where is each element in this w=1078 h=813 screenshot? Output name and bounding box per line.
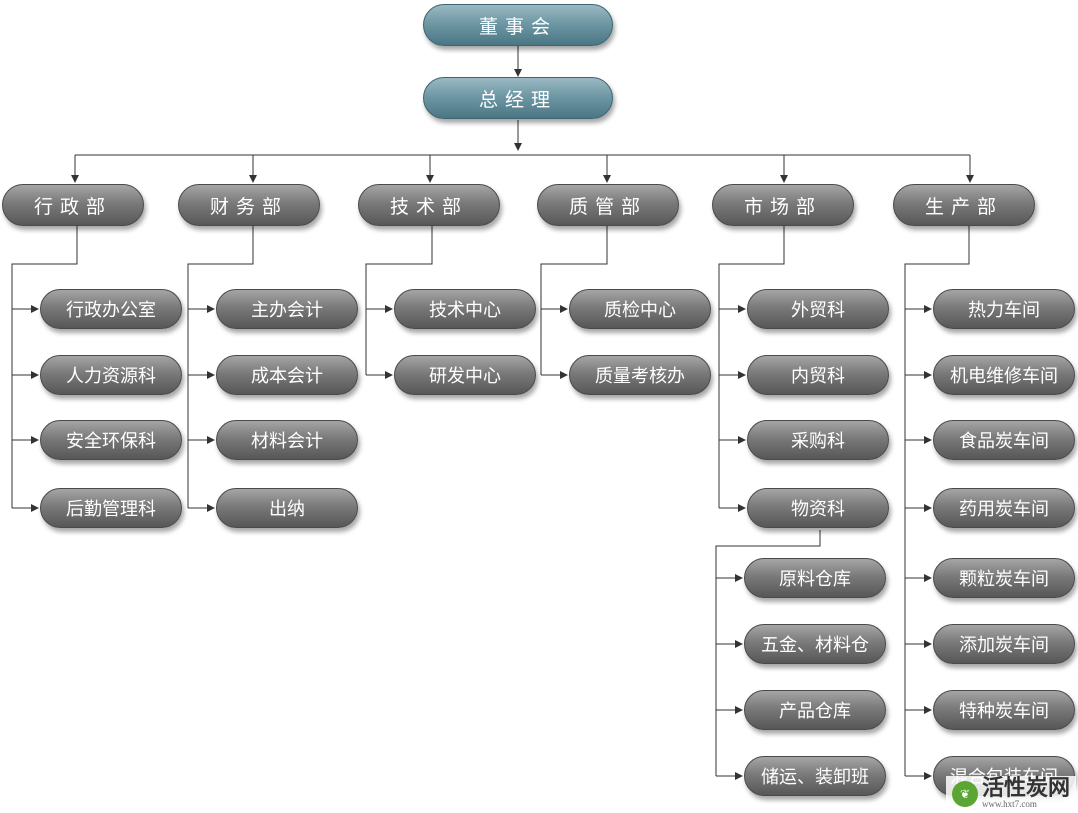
node-unit-medicinal-carbon-workshop: 药用炭车间 <box>933 488 1075 528</box>
node-unit-cost-accountant: 成本会计 <box>216 355 358 395</box>
connector-finance-trunk <box>187 226 254 508</box>
node-dept-market: 市场部 <box>712 184 854 226</box>
watermark-url: www.hxt7.com <box>981 799 1037 809</box>
node-board: 董事会 <box>423 4 613 46</box>
node-unit-hr: 人力资源科 <box>40 355 182 395</box>
node-unit-cashier: 出纳 <box>216 488 358 528</box>
node-unit-food-carbon-workshop: 食品炭车间 <box>933 420 1075 460</box>
node-general-manager: 总经理 <box>423 77 613 119</box>
node-unit-thermal-workshop: 热力车间 <box>933 289 1075 329</box>
node-unit-product-warehouse: 产品仓库 <box>744 690 886 730</box>
node-unit-tech-center: 技术中心 <box>394 289 536 329</box>
node-dept-admin: 行政部 <box>2 184 144 226</box>
connector-quality-trunk <box>540 226 608 375</box>
node-unit-materials: 物资科 <box>747 488 889 528</box>
node-unit-foreign-trade: 外贸科 <box>747 289 889 329</box>
node-unit-chief-accountant: 主办会计 <box>216 289 358 329</box>
node-unit-raw-warehouse: 原料仓库 <box>744 558 886 598</box>
connector-market-trunk <box>718 226 785 508</box>
node-unit-granular-carbon-workshop: 颗粒炭车间 <box>933 558 1075 598</box>
node-dept-finance: 财务部 <box>178 184 320 226</box>
watermark-text: 活性炭网 www.hxt7.com <box>982 778 1070 809</box>
node-unit-admin-office: 行政办公室 <box>40 289 182 329</box>
node-dept-quality: 质管部 <box>537 184 679 226</box>
node-unit-materials-accountant: 材料会计 <box>216 420 358 460</box>
site-watermark: ❦ 活性炭网 www.hxt7.com <box>945 776 1076 811</box>
leaf-icon: ❦ <box>951 780 978 807</box>
node-unit-special-carbon-workshop: 特种炭车间 <box>933 690 1075 730</box>
connector-tech-trunk <box>365 226 433 375</box>
watermark-title: 活性炭网 <box>981 776 1070 801</box>
node-unit-logistics: 后勤管理科 <box>40 488 182 528</box>
connector-materials-trunk <box>715 530 821 776</box>
node-unit-storage-transport: 储运、装卸班 <box>744 756 886 796</box>
connector-production-trunk <box>904 226 970 776</box>
node-dept-production: 生产部 <box>893 184 1035 226</box>
node-unit-hardware-warehouse: 五金、材料仓 <box>744 624 886 664</box>
node-unit-rnd-center: 研发中心 <box>394 355 536 395</box>
node-unit-safety: 安全环保科 <box>40 420 182 460</box>
connector-admin-trunk <box>11 226 78 508</box>
node-unit-maintenance-workshop: 机电维修车间 <box>933 355 1075 395</box>
node-unit-qc-center: 质检中心 <box>569 289 711 329</box>
node-unit-additive-carbon-workshop: 添加炭车间 <box>933 624 1075 664</box>
node-unit-domestic-trade: 内贸科 <box>747 355 889 395</box>
node-unit-purchasing: 采购科 <box>747 420 889 460</box>
node-dept-tech: 技术部 <box>358 184 500 226</box>
node-unit-quality-assessment: 质量考核办 <box>569 355 711 395</box>
